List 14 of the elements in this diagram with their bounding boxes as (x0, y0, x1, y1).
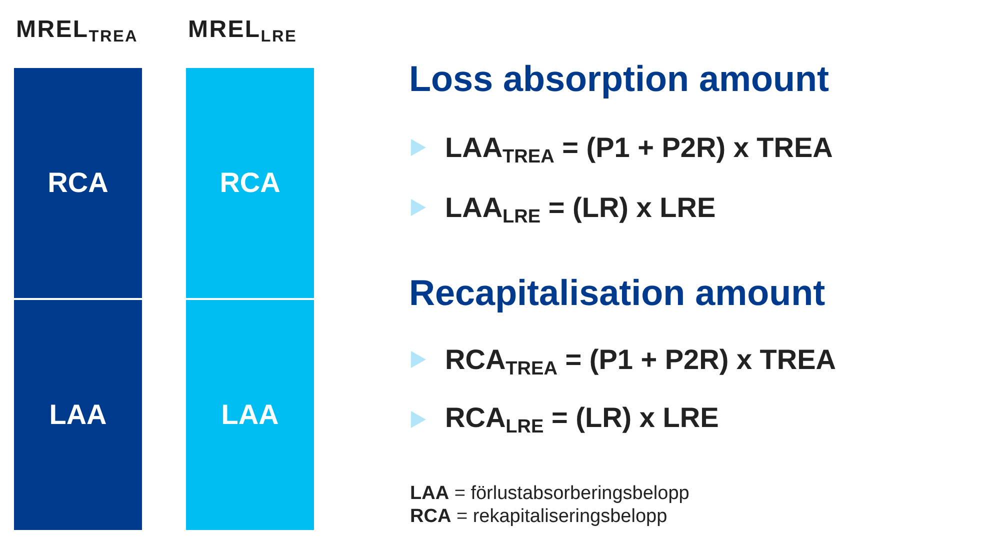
bar-segment: RCA (14, 68, 142, 298)
abbreviation-note: LAA = förlustabsorberingsbelopp (410, 482, 690, 505)
column-heading: MREL$_{TREA}$ (16, 16, 138, 44)
formula-text: LAA$_{TREA}$ = (P1 + P2R) x TREA (445, 131, 833, 165)
abbreviation-note: RCA = rekapitaliseringsbelopp (410, 505, 668, 528)
section-heading: Recapitalisation amount (409, 272, 826, 314)
bar-segment: LAA (14, 300, 142, 530)
formula-text: RCA$_{TREA}$ = (P1 + P2R) x TREA (445, 343, 836, 377)
bar-segment: RCA (186, 68, 314, 298)
formula-text: LAA$_{LRE}$ = (LR) x LRE (445, 191, 716, 225)
column-heading: MREL$_{LRE}$ (188, 16, 298, 44)
bar-segment: LAA (186, 300, 314, 530)
section-heading: Loss absorption amount (409, 58, 830, 100)
formula-text: RCA$_{LRE}$ = (LR) x LRE (445, 401, 719, 435)
